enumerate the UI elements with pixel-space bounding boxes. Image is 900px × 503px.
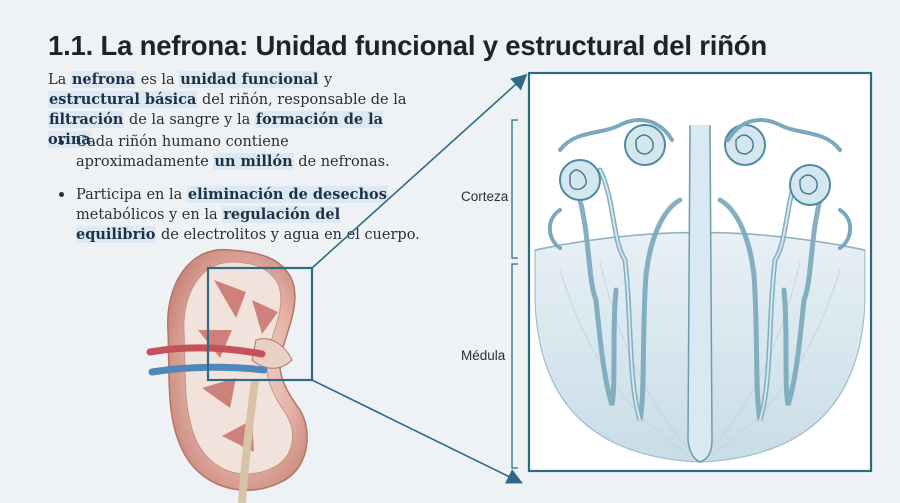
cortex-bracket xyxy=(511,119,518,259)
term-estructural-basica: estructural básica xyxy=(48,91,198,108)
bullet-item: Participa en la eliminación de desechos … xyxy=(54,185,424,245)
bullet-text: metabólicos y en la xyxy=(76,207,223,223)
bullet-dot-icon xyxy=(59,140,64,145)
medulla-label: Médula xyxy=(461,348,506,363)
bullet-list: Cada riñón humano contiene aproximadamen… xyxy=(54,133,424,258)
connector-arrow-bottom xyxy=(311,379,523,484)
nephron-detail-icon xyxy=(534,118,866,463)
intro-text: y xyxy=(319,72,333,88)
bullet-text: de electrolitos y agua en el cuerpo. xyxy=(156,227,420,243)
term-eliminacion-desechos: eliminación de desechos xyxy=(186,186,388,203)
term-filtracion: filtración xyxy=(48,111,125,128)
term-unidad-funcional: unidad funcional xyxy=(179,71,320,88)
connector-arrow-top xyxy=(311,73,528,269)
intro-text: del riñón, responsable de la xyxy=(197,92,407,108)
bullet-text: Participa en la xyxy=(76,187,187,203)
zoom-box xyxy=(206,266,314,382)
kidney-icon xyxy=(146,248,308,503)
term-nefrona: nefrona xyxy=(70,71,137,88)
bullet-item: Cada riñón humano contiene aproximadamen… xyxy=(54,133,424,172)
page-title: 1.1. La nefrona: Unidad funcional y estr… xyxy=(48,30,767,61)
intro-text: . xyxy=(91,132,97,148)
term-un-millon: un millón xyxy=(213,153,294,170)
intro-text: La xyxy=(48,72,71,88)
bullet-text: de nefronas. xyxy=(293,154,390,170)
bullet-text: Cada riñón humano contiene aproximadamen… xyxy=(76,134,289,170)
medulla-bracket xyxy=(511,263,518,469)
intro-text: es la xyxy=(136,72,180,88)
intro-paragraph: La nefrona es la unidad funcional y estr… xyxy=(48,70,428,150)
intro-text: de la sangre y la xyxy=(124,112,255,128)
cortex-label: Corteza xyxy=(461,189,509,204)
bullet-dot-icon xyxy=(59,192,64,197)
